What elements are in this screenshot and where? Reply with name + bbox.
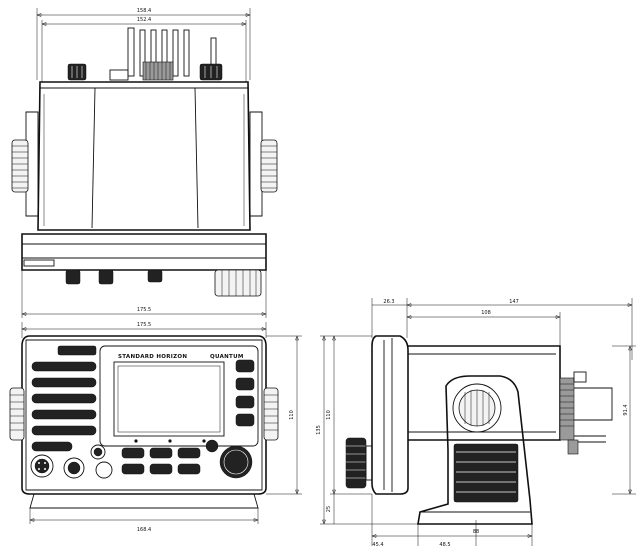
side-view: 26.3 147 108 xyxy=(316,298,636,548)
dim-top-inner: 152.4 xyxy=(41,17,247,82)
dim-front-bottom: 168.4 xyxy=(29,508,259,533)
brand-label: STANDARD HORIZON xyxy=(118,354,187,360)
dim-side-top: 26.3 147 108 xyxy=(371,298,633,360)
dim-front-width: 175.5 xyxy=(21,322,267,338)
front-view: 175.5 STANDARD HORIZ xyxy=(9,322,302,533)
dim-label: 88 xyxy=(473,529,479,535)
front-controls xyxy=(30,439,253,479)
dim-side-bottom: 45.4 48.5 88 xyxy=(371,494,533,548)
top-body xyxy=(11,81,278,231)
dim-label: 175.5 xyxy=(137,322,151,328)
dim-label: 91.4 xyxy=(623,404,629,415)
dim-label: 175.5 xyxy=(137,307,151,313)
dim-label: 147 xyxy=(509,299,519,305)
dim-label: 135 xyxy=(316,425,322,435)
dim-label: 152.4 xyxy=(137,17,151,23)
top-bezel xyxy=(21,233,267,297)
rear-knobs xyxy=(67,63,223,81)
dim-label: 158.4 xyxy=(137,8,151,14)
dim-label: 45.4 xyxy=(372,542,383,548)
dim-label: 168.4 xyxy=(137,527,151,533)
dim-label: 48.5 xyxy=(439,542,450,548)
dim-label: 26.3 xyxy=(383,299,394,305)
dim-side-right: 91.4 xyxy=(612,345,636,495)
dim-top-overall: 158.4 xyxy=(36,8,251,80)
dim-top-bottom: 175.5 xyxy=(21,270,267,318)
display: STANDARD HORIZON QUANTUM xyxy=(99,345,259,447)
rear-connector xyxy=(109,27,217,81)
dim-label: 25 xyxy=(326,506,332,512)
model-label: QUANTUM xyxy=(210,354,244,360)
dim-side-left: 135 110 25 xyxy=(316,335,418,525)
speaker-grille xyxy=(31,345,97,452)
dim-label: 110 xyxy=(326,410,332,420)
dim-label: 110 xyxy=(289,410,295,420)
dim-front-height: 110 xyxy=(266,335,302,495)
top-view: 158.4 152.4 xyxy=(11,8,278,318)
mount-bracket xyxy=(417,375,533,525)
dim-label: 108 xyxy=(481,310,491,316)
